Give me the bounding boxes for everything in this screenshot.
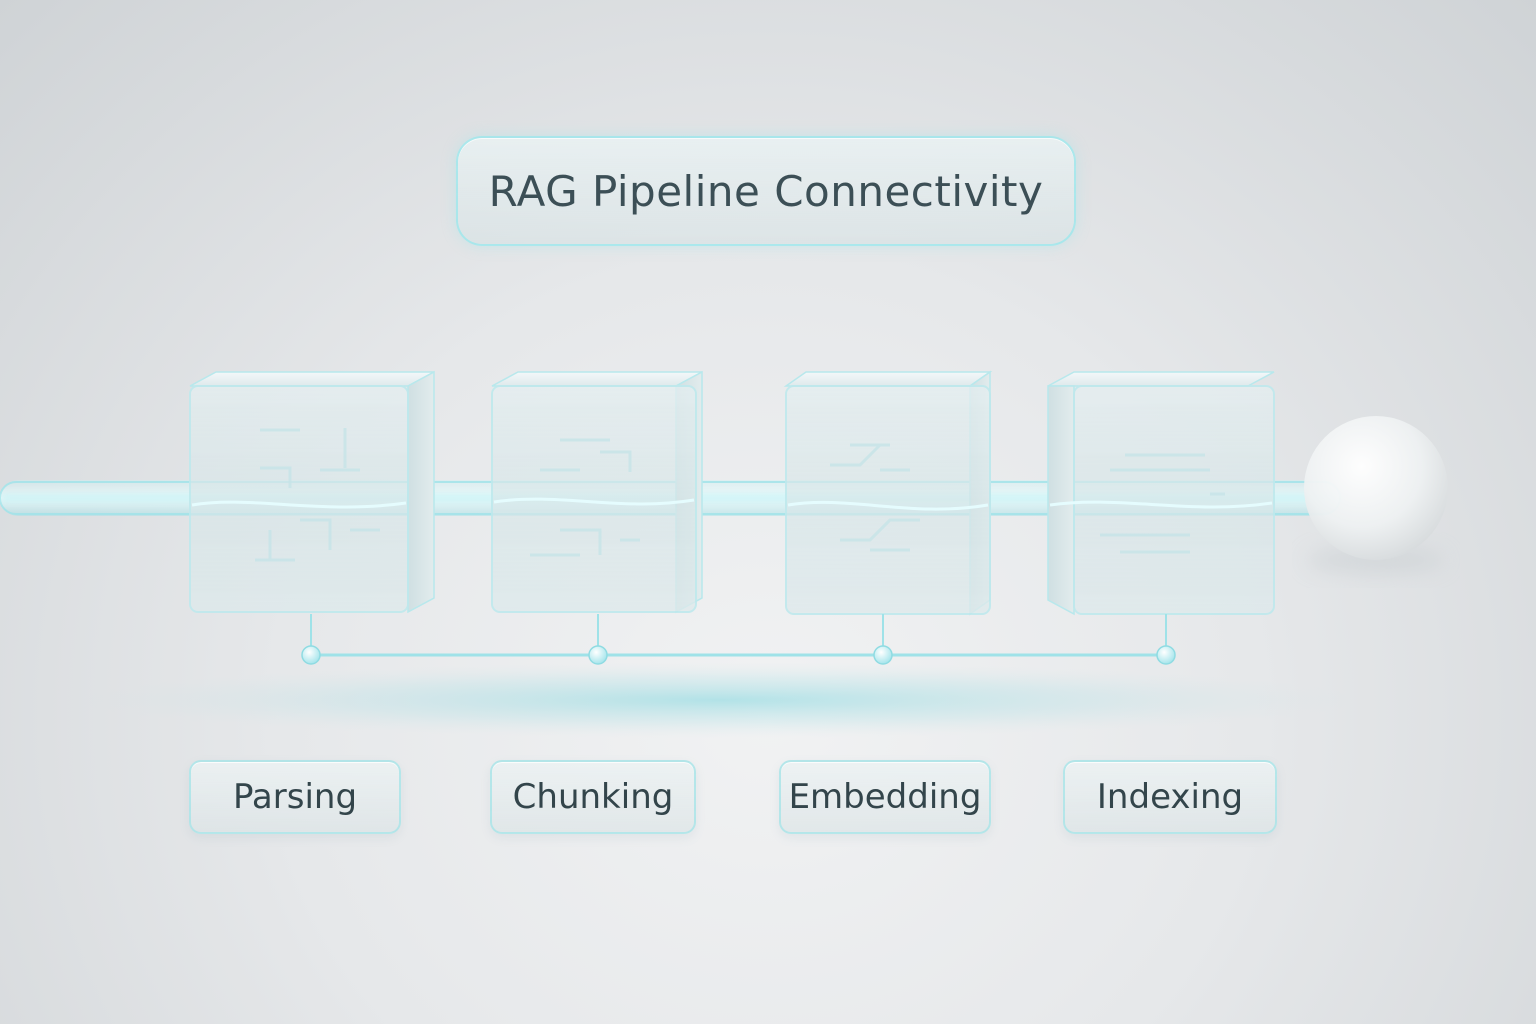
stage-label-chunking: Chunking: [490, 760, 696, 834]
connector-bus: [301, 614, 1176, 665]
cube-indexing: [1047, 371, 1275, 616]
floor-shadow: [80, 662, 1360, 738]
connector-node: [588, 645, 608, 665]
stage-label-embedding: Embedding: [779, 760, 991, 834]
connector-node: [1156, 645, 1176, 665]
cube-embedding: [783, 370, 993, 616]
cube-circuit-pattern: [530, 438, 640, 557]
cube-chunking: [491, 370, 703, 614]
output-sphere: [1304, 416, 1448, 574]
connector-node: [301, 645, 321, 665]
cube-circuit-pattern: [255, 428, 380, 562]
connector-node: [873, 645, 893, 665]
stage-label-indexing: Indexing: [1063, 760, 1277, 834]
diagram-title: RAG Pipeline Connectivity: [456, 136, 1076, 246]
cube-circuit-pattern: [830, 443, 920, 552]
cube-line-pattern: [1100, 453, 1225, 554]
cube-parsing: [189, 370, 435, 614]
stage-label-parsing: Parsing: [189, 760, 401, 834]
